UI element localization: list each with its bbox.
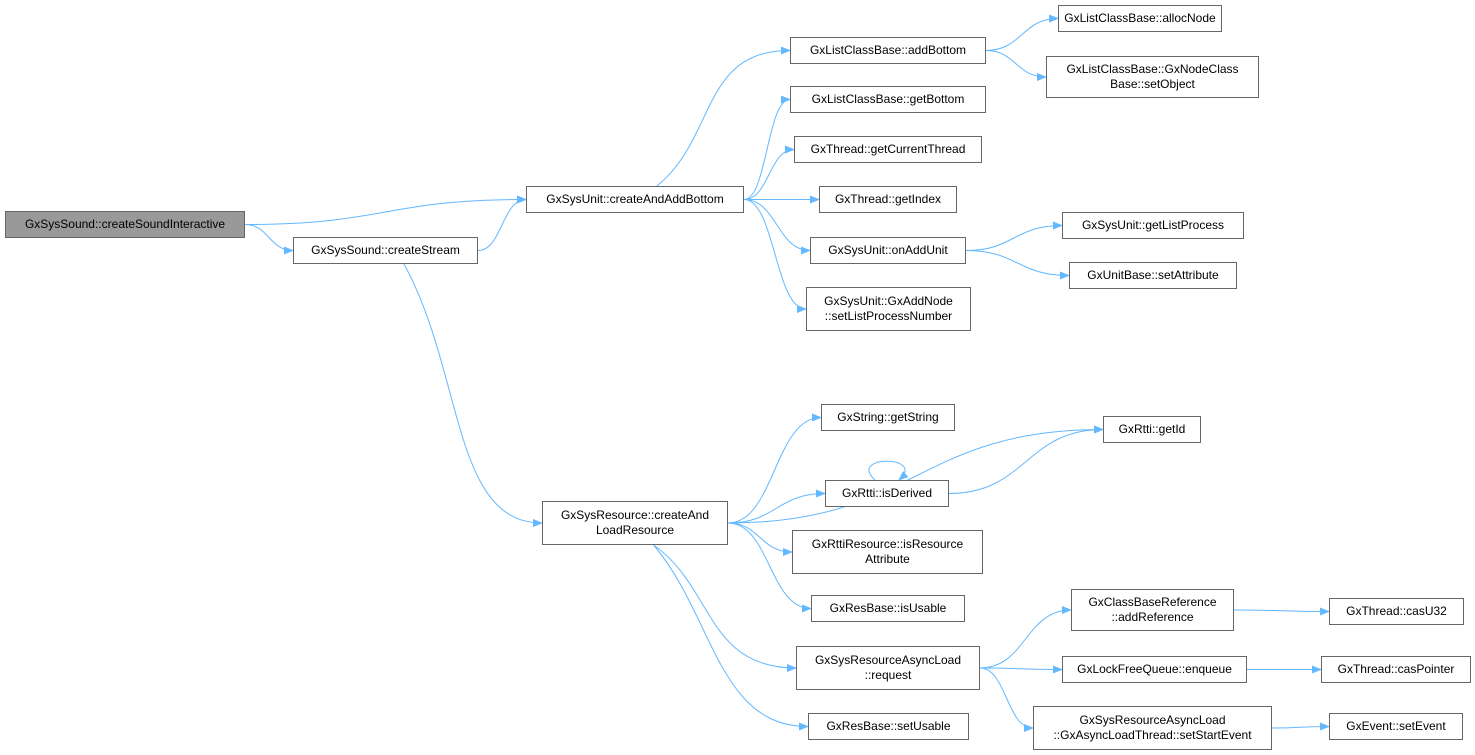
call-edge <box>244 224 294 255</box>
call-edge <box>727 413 822 524</box>
call-edge <box>743 95 791 200</box>
call-edge <box>743 199 811 255</box>
graph-node[interactable]: GxThread::getIndex <box>819 186 957 213</box>
call-edge <box>727 522 793 556</box>
graph-node[interactable]: GxUnitBase::setAttribute <box>1069 262 1237 289</box>
graph-node[interactable]: GxSysUnit::onAddUnit <box>810 237 966 264</box>
call-edge <box>868 460 909 481</box>
call-edge <box>979 665 1063 674</box>
call-edge <box>653 544 809 731</box>
graph-node[interactable]: GxSysSound::createSoundInteractive <box>5 211 245 238</box>
call-edge <box>1233 607 1330 616</box>
call-edge <box>743 145 795 200</box>
call-edge <box>965 250 1070 280</box>
graph-node[interactable]: GxSysUnit::getListProcess <box>1062 212 1244 239</box>
graph-node[interactable]: GxListClassBase::addBottom <box>790 37 986 64</box>
call-edge <box>979 667 1034 732</box>
call-edge <box>727 489 826 524</box>
graph-node[interactable]: GxSysResourceAsyncLoad ::GxAsyncLoadThre… <box>1033 706 1272 750</box>
graph-node[interactable]: GxResBase::setUsable <box>808 713 969 740</box>
graph-node[interactable]: GxListClassBase::allocNode <box>1058 5 1222 32</box>
call-edge <box>985 50 1047 81</box>
call-edge <box>403 263 543 527</box>
graph-node[interactable]: GxEvent::setEvent <box>1329 713 1463 740</box>
graph-node[interactable]: GxSysSound::createStream <box>293 237 478 264</box>
graph-node[interactable]: GxSysResourceAsyncLoad ::request <box>796 646 980 690</box>
call-edge <box>948 425 1104 494</box>
graph-node[interactable]: GxSysUnit::GxAddNode ::setListProcessNum… <box>806 287 971 331</box>
call-edge <box>727 425 1104 524</box>
call-edge <box>477 195 527 251</box>
call-edge <box>244 195 527 225</box>
call-edge <box>1271 722 1330 731</box>
call-edge <box>727 522 812 613</box>
call-edge <box>743 199 807 313</box>
graph-node[interactable]: GxResBase::isUsable <box>811 595 965 622</box>
graph-node[interactable]: GxLockFreeQueue::enqueue <box>1062 656 1247 683</box>
graph-node[interactable]: GxRttiResource::isResource Attribute <box>792 530 983 574</box>
graph-node[interactable]: GxListClassBase::getBottom <box>790 86 986 113</box>
call-edge <box>979 606 1072 669</box>
graph-node[interactable]: GxThread::getCurrentThread <box>794 136 982 163</box>
graph-node[interactable]: GxSysUnit::createAndAddBottom <box>526 186 744 213</box>
call-edge <box>985 14 1059 51</box>
graph-node[interactable]: GxRtti::getId <box>1103 416 1201 443</box>
graph-node[interactable]: GxRtti::isDerived <box>825 480 949 507</box>
call-edge <box>656 46 791 187</box>
graph-node[interactable]: GxSysResource::createAnd LoadResource <box>542 501 728 545</box>
graph-node[interactable]: GxClassBaseReference ::addReference <box>1071 589 1234 631</box>
graph-node[interactable]: GxThread::casPointer <box>1321 656 1471 683</box>
graph-node[interactable]: GxString::getString <box>821 404 955 431</box>
call-edge <box>965 221 1063 251</box>
call-edge <box>653 544 797 672</box>
graph-node[interactable]: GxThread::casU32 <box>1329 598 1464 625</box>
graph-node[interactable]: GxListClassBase::GxNodeClass Base::setOb… <box>1046 56 1259 98</box>
